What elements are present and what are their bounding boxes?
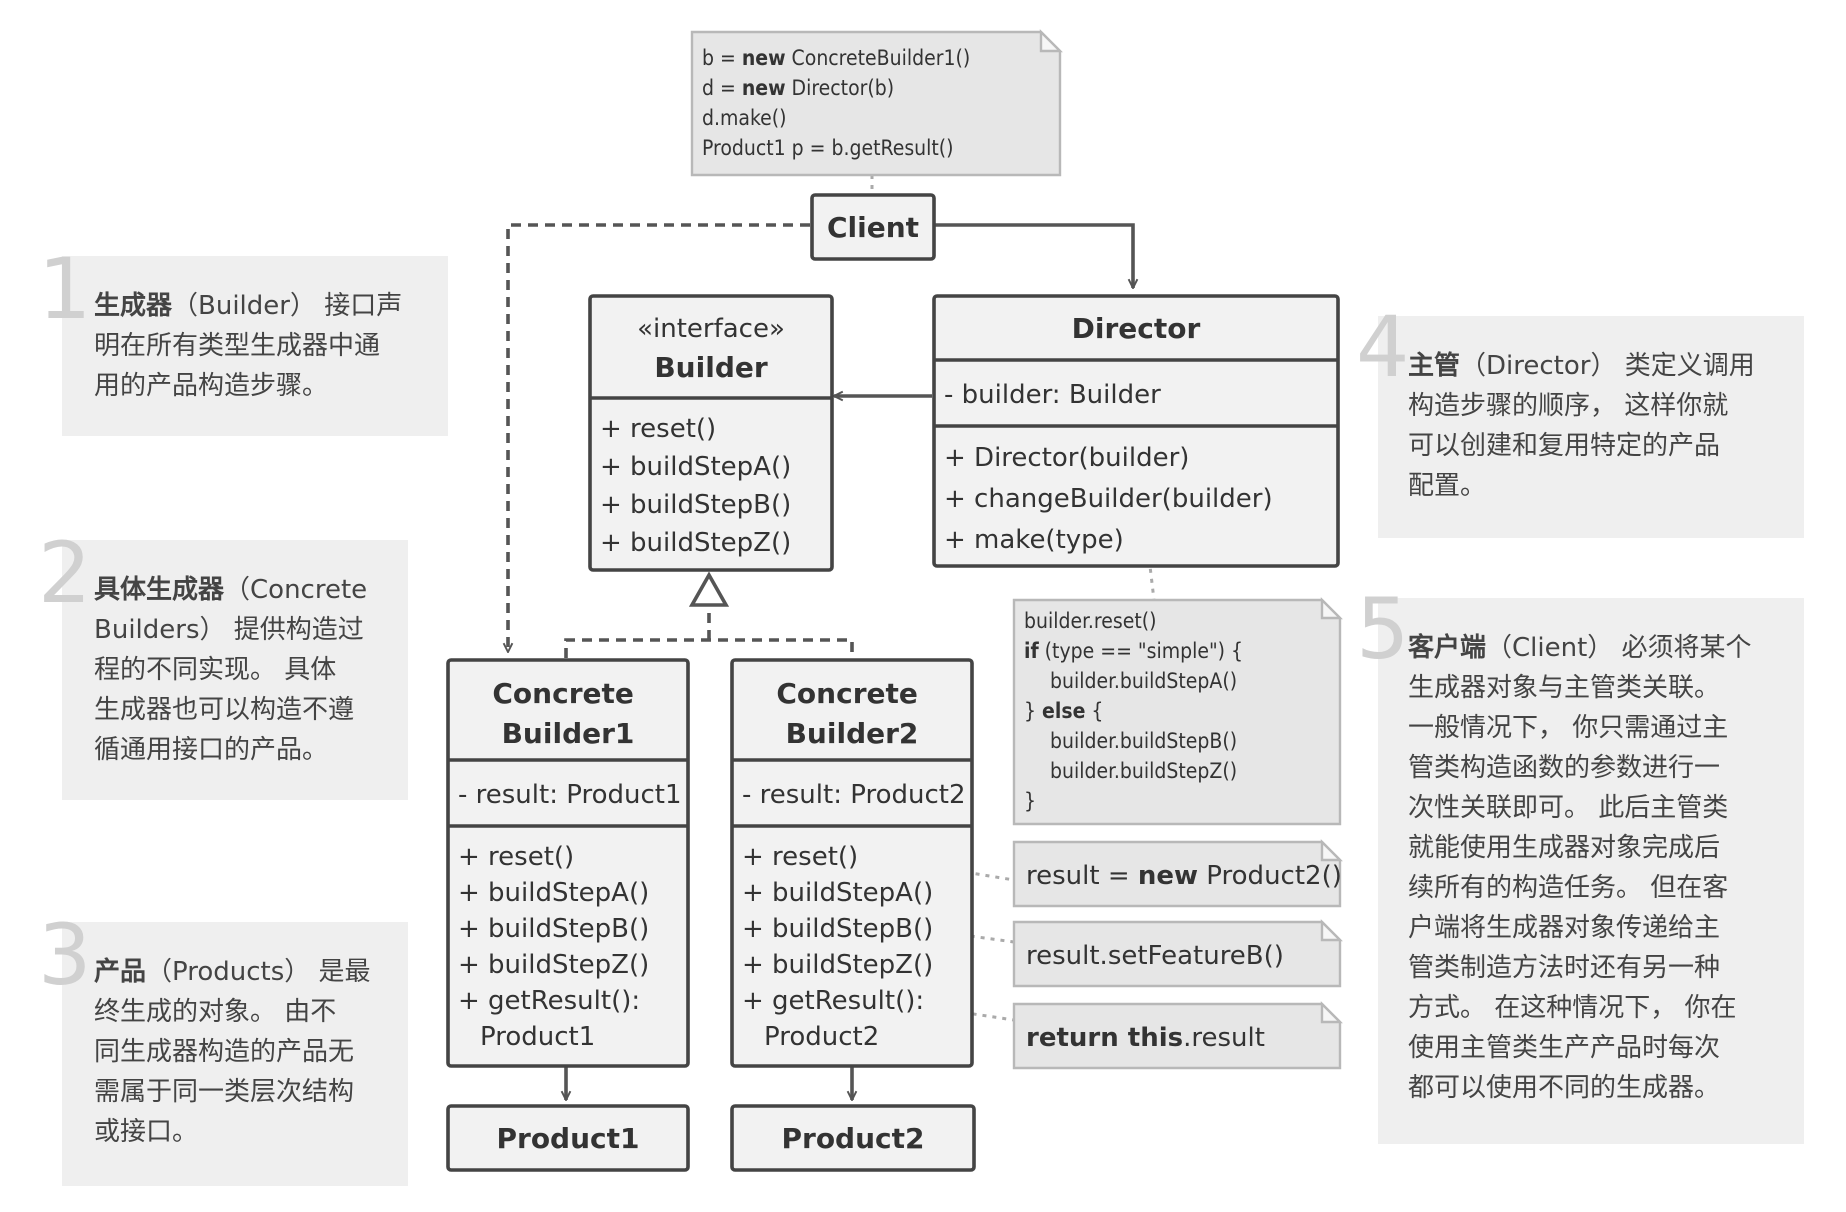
- featureB-code-note: result.setFeatureB(): [1012, 919, 1343, 988]
- concrete-builder1-name: Concrete Builder1: [492, 677, 643, 750]
- explanation-2: 2 具体生成器（Concrete Builders） 提供构造过 程的不同实现。…: [38, 524, 408, 800]
- explanation-5-text: 客户端（Client） 必须将某个 生成器对象与主管类关联。 一般情况下， 你只…: [1408, 632, 1760, 1103]
- builder-stereotype: «interface»: [637, 314, 785, 344]
- explanation-3-text: 产品（Products） 是最 终生成的对象。 由不 同生成器构造的产品无 需属…: [94, 957, 379, 1147]
- director-class: Director - builder: Builder + Director(b…: [932, 294, 1340, 568]
- reset-code-note: result = new Product2(): [1012, 839, 1343, 908]
- step-number-4: 4: [1356, 298, 1409, 396]
- make-code-note: builder.reset() if (type == "simple") { …: [1012, 597, 1343, 826]
- make-note-connector: [1146, 548, 1156, 601]
- make-note-code: builder.reset() if (type == "simple") { …: [1024, 609, 1249, 813]
- realization-branches: [564, 638, 854, 658]
- client-code-note: b = new ConcreteBuilder1() d = new Direc…: [690, 29, 1063, 177]
- concrete-builder2-class: Concrete Builder2 - result: Product2 + r…: [730, 658, 974, 1068]
- client-class: Client: [810, 193, 936, 261]
- client-director-arrow: [932, 223, 1133, 288]
- product2-label: Product2: [781, 1122, 924, 1155]
- explanation-5: 5 客户端（Client） 必须将某个 生成器对象与主管类关联。 一般情况下， …: [1356, 580, 1804, 1144]
- director-name: Director: [1072, 312, 1201, 345]
- product2-class: Product2: [730, 1104, 976, 1172]
- return-code-note: return this.result: [1012, 1001, 1343, 1070]
- builder-methods: + reset() + buildStepA() + buildStepB() …: [600, 414, 800, 558]
- concrete-builder1-methods: + reset() + buildStepA() + buildStepB() …: [458, 842, 658, 1052]
- featureB-note-code: result.setFeatureB(): [1026, 941, 1284, 971]
- explanation-2-text: 具体生成器（Concrete Builders） 提供构造过 程的不同实现。 具…: [94, 575, 375, 765]
- reset-note-code: result = new Product2(): [1026, 861, 1342, 891]
- concrete-builder1-field: - result: Product1: [458, 780, 682, 810]
- concrete-builder1-class: Concrete Builder1 - result: Product1 + r…: [446, 658, 690, 1068]
- product1-class: Product1: [446, 1104, 690, 1172]
- step-number-5: 5: [1356, 580, 1409, 678]
- step-number-3: 3: [38, 906, 91, 1004]
- client-concrete1-dependency: [508, 223, 810, 652]
- explanation-1-text: 生成器（Builder） 接口声 明在所有类型生成器中通 用的产品构造步骤。: [94, 291, 411, 401]
- step-number-2: 2: [38, 524, 91, 622]
- client-note-code: b = new ConcreteBuilder1() d = new Direc…: [702, 46, 976, 160]
- explanation-1: 1 生成器（Builder） 接口声 明在所有类型生成器中通 用的产品构造步骤。: [38, 240, 448, 436]
- product1-label: Product1: [496, 1122, 639, 1155]
- builder-name: Builder: [654, 351, 768, 384]
- explanation-4-text: 主管（Director） 类定义调用 构造步骤的顺序， 这样你就 可以创建和复用…: [1408, 351, 1763, 501]
- director-methods: + Director(builder) + changeBuilder(buil…: [944, 443, 1281, 555]
- explanation-3: 3 产品（Products） 是最 终生成的对象。 由不 同生成器构造的产品无 …: [38, 906, 408, 1186]
- builder-interface: «interface» Builder + reset() + buildSte…: [588, 294, 834, 572]
- return-note-code: return this.result: [1026, 1023, 1265, 1053]
- realization-triangle: [688, 571, 730, 607]
- concrete-builder2-methods: + reset() + buildStepA() + buildStepB() …: [742, 842, 942, 1052]
- explanation-4: 4 主管（Director） 类定义调用 构造步骤的顺序， 这样你就 可以创建和…: [1356, 298, 1804, 538]
- concrete-builder2-name: Concrete Builder2: [776, 677, 927, 750]
- director-field: - builder: Builder: [944, 380, 1161, 410]
- client-label: Client: [827, 211, 919, 244]
- step-number-1: 1: [38, 240, 91, 338]
- concrete-builder2-field: - result: Product2: [742, 780, 966, 810]
